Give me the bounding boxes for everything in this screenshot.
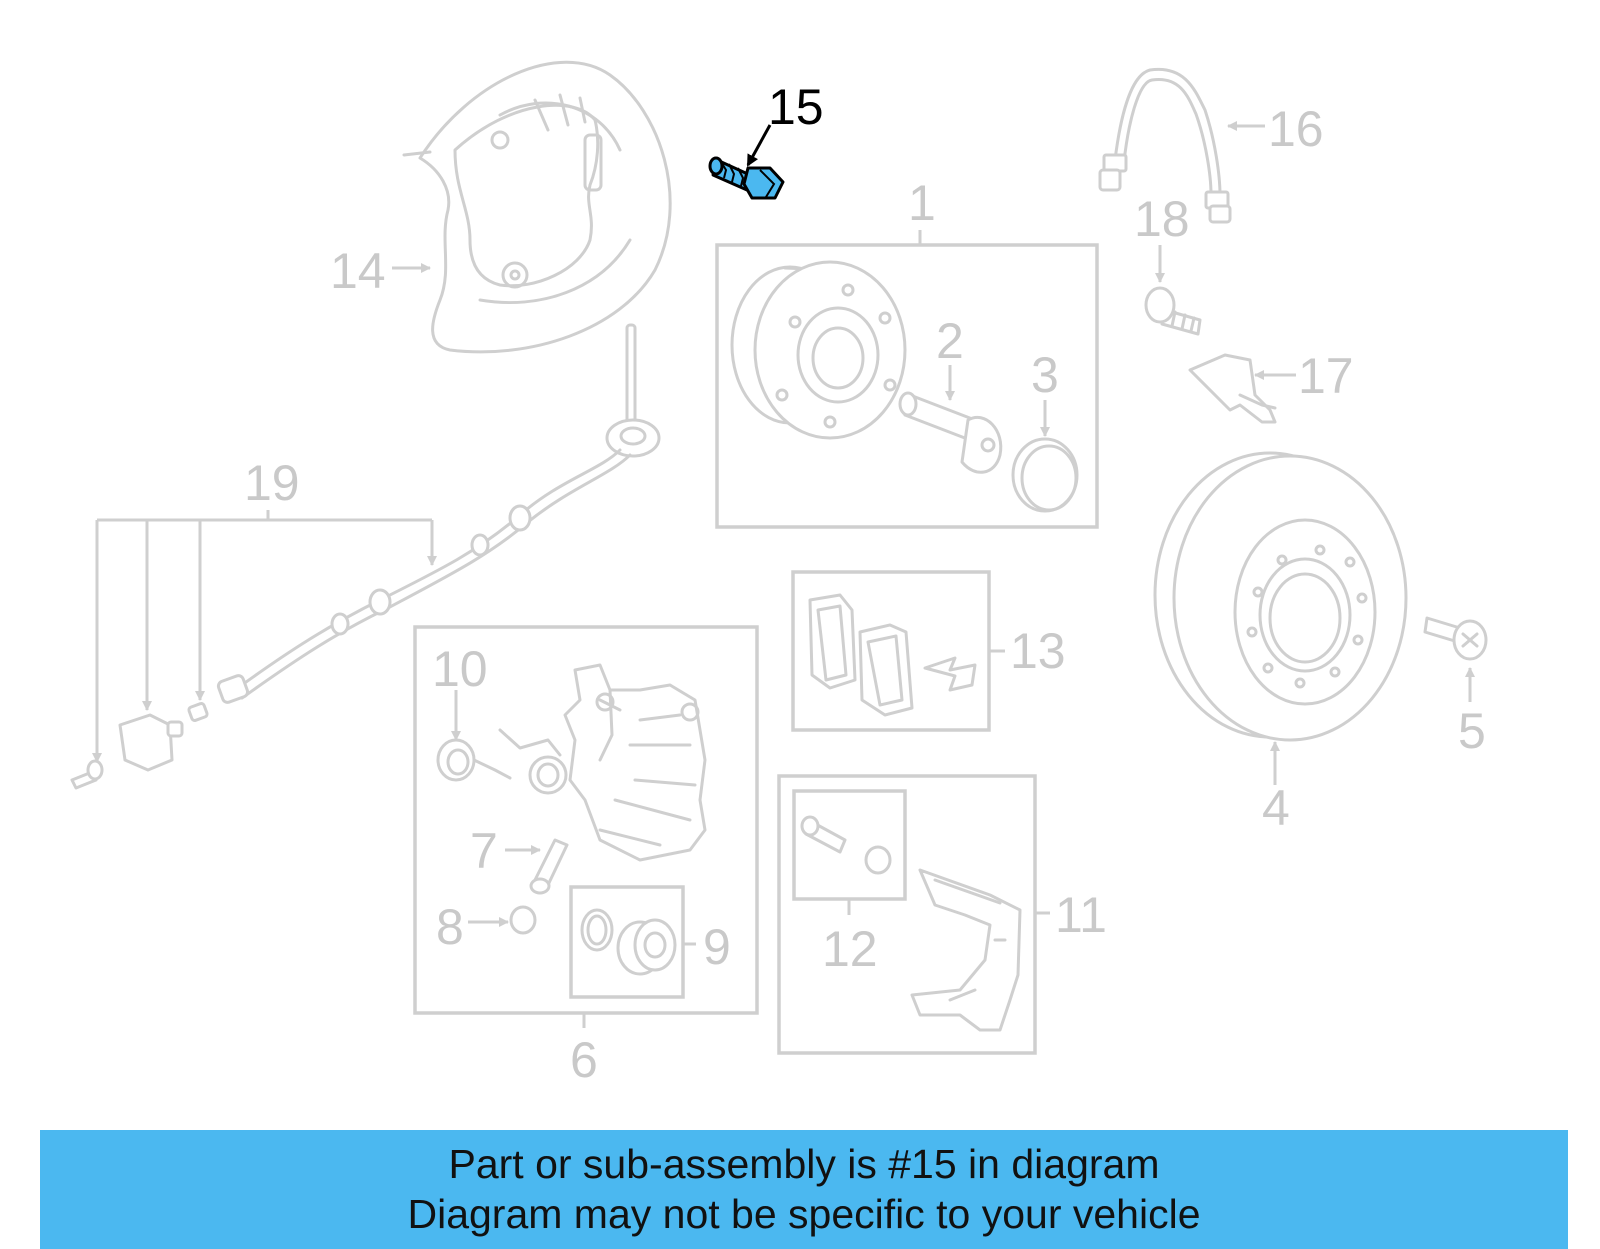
bleeder-cap-part[interactable] [509, 905, 537, 935]
seal-kit-part[interactable] [580, 908, 677, 976]
brake-hose-part[interactable] [1098, 67, 1232, 224]
seal-kit-box [569, 885, 685, 999]
callout-5: 5 [1458, 703, 1486, 759]
dust-cap-part[interactable] [1011, 437, 1079, 513]
sensor-connector-part[interactable] [70, 702, 209, 790]
hub-bolt-part[interactable] [898, 391, 1003, 474]
caliper-bracket-part[interactable] [910, 868, 1022, 1032]
brake-pads-part[interactable] [808, 593, 977, 717]
callout-7: 7 [470, 823, 498, 879]
callout-2: 2 [936, 313, 964, 369]
rotor-screw-part[interactable] [1423, 616, 1488, 661]
callout-9: 9 [703, 919, 731, 975]
callout-10: 10 [432, 641, 488, 697]
banner-line-2: Diagram may not be specific to your vehi… [407, 1191, 1201, 1237]
callout-1: 1 [908, 175, 936, 231]
info-banner: Part or sub-assembly is #15 in diagram D… [40, 1130, 1568, 1249]
banner-line-1: Part or sub-assembly is #15 in diagram [448, 1141, 1160, 1187]
callout-12: 12 [822, 921, 878, 977]
guide-pin-part[interactable] [800, 815, 892, 875]
callout-17: 17 [1298, 348, 1354, 404]
callout-4: 4 [1262, 780, 1290, 836]
caliper-assembly-box [413, 625, 759, 1015]
sensor-bolt-part[interactable] [1144, 286, 1202, 336]
abs-sensor-cable-part[interactable] [216, 323, 661, 704]
callout-3: 3 [1031, 347, 1059, 403]
callout-18: 18 [1134, 191, 1190, 247]
callout-16: 16 [1268, 101, 1324, 157]
callout-8: 8 [436, 899, 464, 955]
dust-shield-part[interactable] [402, 60, 672, 354]
callout-6: 6 [570, 1032, 598, 1088]
callout-15: 15 [768, 79, 824, 135]
caliper-part[interactable] [498, 663, 707, 862]
callout-11: 11 [1055, 887, 1107, 943]
hub-assembly-box [715, 243, 1099, 529]
hub-bearing-part[interactable] [730, 260, 907, 440]
brake-rotor-part[interactable] [1153, 451, 1408, 742]
callout-19: 19 [244, 455, 300, 511]
caliper-spring-part[interactable] [436, 738, 512, 782]
guide-pin-box [792, 789, 907, 901]
sensor-part[interactable] [1188, 353, 1277, 424]
callout-13: 13 [1010, 623, 1066, 679]
bolt-part-highlighted[interactable] [708, 156, 785, 200]
callout-14: 14 [330, 243, 386, 299]
callout-15-leader [746, 124, 772, 167]
bleeder-screw-part[interactable] [529, 838, 569, 895]
